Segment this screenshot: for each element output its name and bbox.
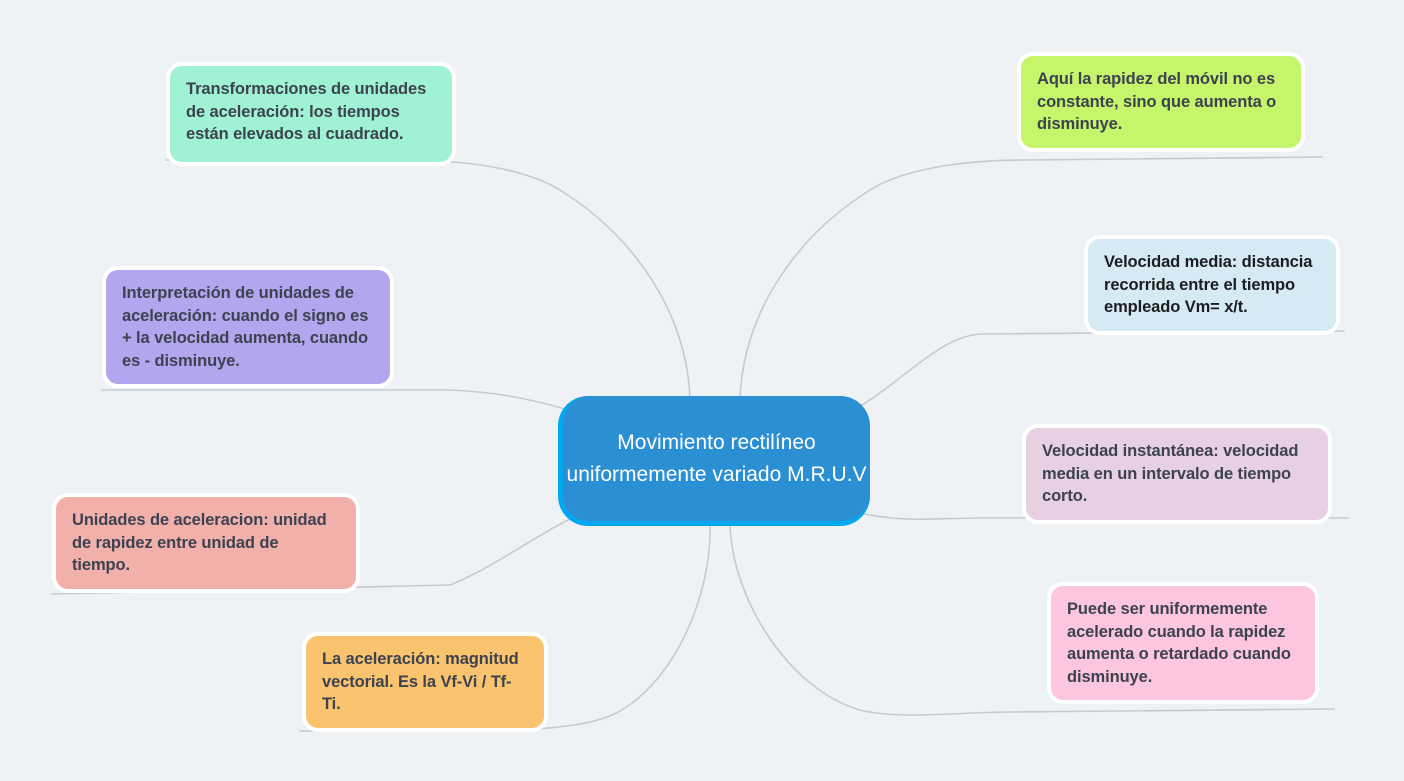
conn-interpretacion — [101, 389, 601, 421]
topic-node-unidades-aceleracion[interactable]: Unidades de aceleracion: unidad de rapid… — [52, 493, 360, 593]
topic-node-velocidad-instantanea[interactable]: Velocidad instantánea: velocidad media e… — [1022, 424, 1332, 524]
topic-node-transformaciones-unidades[interactable]: Transformaciones de unidades de acelerac… — [166, 62, 456, 166]
conn-velocidad-media — [829, 330, 1345, 421]
topic-node-acelerado-retardado[interactable]: Puede ser uniformemente acelerado cuando… — [1047, 582, 1319, 705]
topic-node-la-aceleracion[interactable]: La aceleración: magnitud vectorial. Es l… — [302, 632, 548, 732]
topic-node-label: Velocidad instantánea: velocidad media e… — [1042, 442, 1299, 506]
topic-node-label: Aquí la rapidez del móvil no es constant… — [1037, 70, 1277, 134]
topic-node-label: Interpretación de unidades de aceleració… — [122, 284, 369, 370]
topic-node-rapidez-no-constante[interactable]: Aquí la rapidez del móvil no es constant… — [1017, 52, 1305, 152]
topic-node-label: La aceleración: magnitud vectorial. Es l… — [322, 650, 519, 714]
topic-node-interpretacion-unidades[interactable]: Interpretación de unidades de aceleració… — [102, 266, 394, 389]
topic-node-label: Transformaciones de unidades de acelerac… — [186, 80, 427, 144]
central-node[interactable]: Movimiento rectilíneo uniformemente vari… — [558, 396, 870, 526]
topic-node-velocidad-media[interactable]: Velocidad media: distancia recorrida ent… — [1084, 235, 1340, 335]
topic-node-label: Velocidad media: distancia recorrida ent… — [1104, 253, 1313, 317]
topic-node-label: Puede ser uniformemente acelerado cuando… — [1067, 600, 1291, 686]
central-node-label: Movimiento rectilíneo uniformemente vari… — [566, 430, 867, 486]
topic-node-label: Unidades de aceleracion: unidad de rapid… — [72, 511, 327, 575]
